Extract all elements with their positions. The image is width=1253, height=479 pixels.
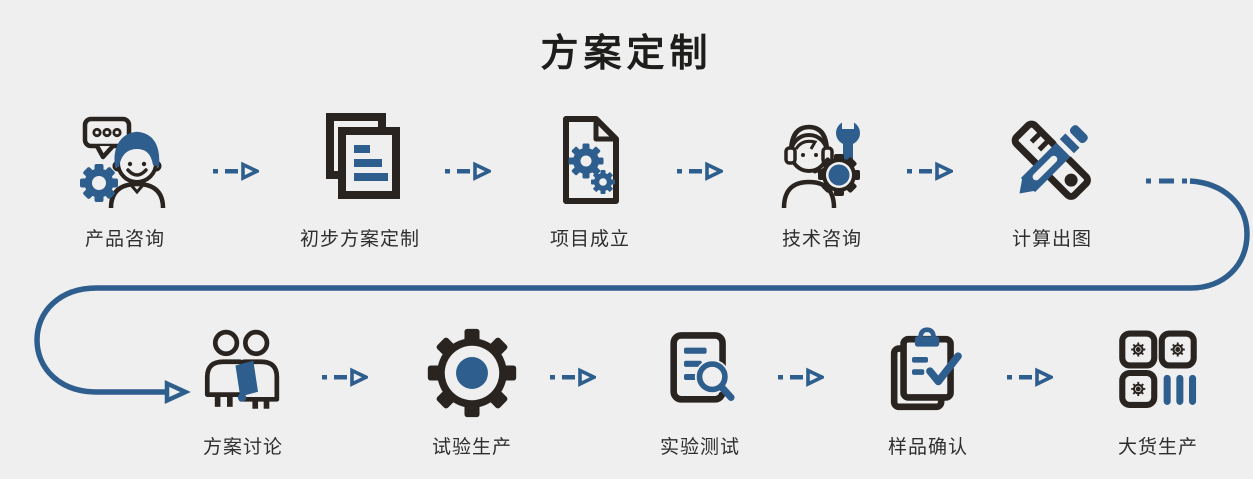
step-project-established: 项目成立 — [500, 110, 680, 251]
step-label: 技术咨询 — [781, 229, 862, 250]
dashed-arrow-icon — [322, 366, 368, 388]
dashed-arrow-icon — [445, 160, 491, 182]
dashed-arrow-icon — [213, 160, 259, 182]
dashed-arrow-icon — [907, 160, 953, 182]
step-product-consultation: 产品咨询 — [35, 110, 215, 251]
clipboard-checkmark-icon — [890, 327, 962, 411]
step-label: 方案讨论 — [202, 437, 283, 458]
ruler-pencil-icon — [1011, 120, 1091, 200]
step-label: 计算出图 — [1011, 229, 1092, 250]
step-experimental-testing: 实验测试 — [610, 326, 790, 459]
step-label: 实验测试 — [659, 437, 740, 458]
support-headset-wrench-icon — [781, 115, 860, 209]
step-technical-consultation: 技术咨询 — [732, 110, 912, 251]
production-machines-grid-icon — [1119, 330, 1197, 409]
step-label: 试验生产 — [431, 437, 512, 458]
people-discussion-tablet-icon — [204, 329, 280, 409]
step-plan-discussion: 方案讨论 — [153, 326, 333, 459]
document-magnifier-icon — [670, 332, 735, 403]
gear-icon — [427, 328, 517, 418]
dashed-arrow-icon — [677, 160, 723, 182]
step-mass-production: 大货生产 — [1068, 326, 1248, 459]
step-label: 项目成立 — [549, 229, 630, 250]
dashed-arrow-icon — [550, 366, 596, 388]
dashed-arrow-icon — [1007, 366, 1053, 388]
dashed-arrow-icon — [778, 366, 824, 388]
document-gears-icon — [563, 116, 619, 204]
step-label: 产品咨询 — [84, 229, 165, 250]
page-title: 方案定制 — [540, 33, 713, 75]
step-preliminary-plan: 初步方案定制 — [270, 110, 450, 251]
step-sample-confirmation: 样品确认 — [838, 326, 1018, 459]
step-calculation-drawing: 计算出图 — [962, 110, 1142, 251]
step-label: 样品确认 — [887, 437, 968, 458]
stacked-documents-icon — [326, 113, 400, 199]
step-label: 大货生产 — [1117, 437, 1198, 458]
step-label: 初步方案定制 — [299, 229, 420, 250]
customer-chat-gear-icon — [80, 116, 166, 209]
step-trial-production: 试验生产 — [382, 326, 562, 459]
